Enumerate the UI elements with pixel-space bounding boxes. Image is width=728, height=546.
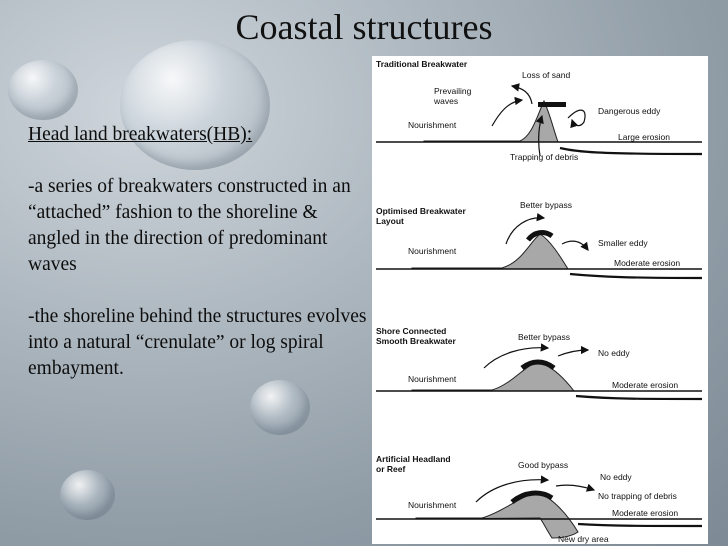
- nourishment-label: Nourishment: [408, 120, 457, 130]
- panel-traditional-breakwater: Traditional Breakwater Loss of sand Prev…: [376, 59, 703, 162]
- breakwater-diagram: Traditional Breakwater Loss of sand Prev…: [372, 56, 708, 544]
- flow-arrow: [555, 483, 596, 492]
- panel-subtitle: Layout: [376, 216, 404, 226]
- panel-title: Traditional Breakwater: [376, 59, 468, 69]
- slide-body: Head land breakwaters(HB): -a series of …: [28, 122, 373, 408]
- debris-arrow: [535, 114, 544, 157]
- eddy-label: Dangerous eddy: [598, 106, 661, 116]
- bypass-label: Better bypass: [520, 200, 572, 210]
- panel-artificial-headland: Artificial Headland or Reef Good bypass …: [376, 454, 703, 544]
- body-paragraph: -the shoreline behind the structures evo…: [28, 306, 367, 379]
- erosion-label: Large erosion: [618, 132, 670, 142]
- wave-arrow: [491, 96, 524, 127]
- erosion-line: [575, 394, 703, 401]
- nourishment-label: Nourishment: [408, 374, 457, 384]
- slide-title: Coastal structures: [235, 7, 493, 47]
- erosion-label: Moderate erosion: [612, 508, 678, 518]
- bypass-arrow: [475, 475, 550, 503]
- loss-arrow: [510, 83, 533, 105]
- breakwater-diagram-svg: Traditional Breakwater Loss of sand Prev…: [376, 59, 703, 544]
- erosion-line: [569, 272, 703, 280]
- panel-title: Artificial Headland: [376, 454, 451, 464]
- breakwater-block: [538, 102, 566, 107]
- water-droplet: [60, 470, 115, 520]
- headland-block: [510, 490, 554, 504]
- panel-subtitle: Smooth Breakwater: [376, 336, 457, 346]
- debris-label: No trapping of debris: [598, 491, 677, 501]
- panel-title: Shore Connected: [376, 326, 446, 336]
- loss-of-sand-label: Loss of sand: [522, 70, 570, 80]
- panel-title: Optimised Breakwater: [376, 206, 466, 216]
- debris-label: Trapping of debris: [510, 152, 578, 162]
- nourishment-sand: [415, 491, 579, 539]
- nourishment-label: Nourishment: [408, 500, 457, 510]
- erosion-line: [559, 146, 703, 156]
- water-droplet: [250, 380, 310, 435]
- eddy-label: Smaller eddy: [598, 238, 648, 248]
- panel-subtitle: or Reef: [376, 464, 405, 474]
- eddy-arrow: [561, 240, 589, 251]
- erosion-line: [577, 522, 703, 528]
- dry-area-label: New dry area: [558, 534, 609, 544]
- nourishment-label: Nourishment: [408, 246, 457, 256]
- bypass-label: Better bypass: [518, 332, 570, 342]
- body-paragraph: -a series of breakwaters constructed in …: [28, 176, 351, 275]
- panel-shore-connected-breakwater: Shore Connected Smooth Breakwater Better…: [376, 326, 703, 401]
- eddy-arrow: [567, 109, 586, 129]
- waves-label: waves: [433, 96, 458, 106]
- breakwater-block: [520, 359, 556, 371]
- eddy-label: No eddy: [598, 348, 630, 358]
- panel-optimised-breakwater: Optimised Breakwater Layout Better bypas…: [376, 200, 703, 280]
- erosion-label: Moderate erosion: [612, 380, 678, 390]
- breakwater-block: [526, 230, 554, 242]
- water-droplet: [120, 40, 270, 170]
- eddy-label: No eddy: [600, 472, 632, 482]
- bypass-arrow: [483, 343, 550, 369]
- water-droplet: [8, 60, 78, 120]
- bypass-arrow: [505, 212, 546, 245]
- prevailing-label: Prevailing: [434, 86, 472, 96]
- flow-arrow: [557, 345, 590, 357]
- bypass-label: Good bypass: [518, 460, 568, 470]
- section-heading: Head land breakwaters(HB):: [28, 124, 253, 145]
- erosion-label: Moderate erosion: [614, 258, 680, 268]
